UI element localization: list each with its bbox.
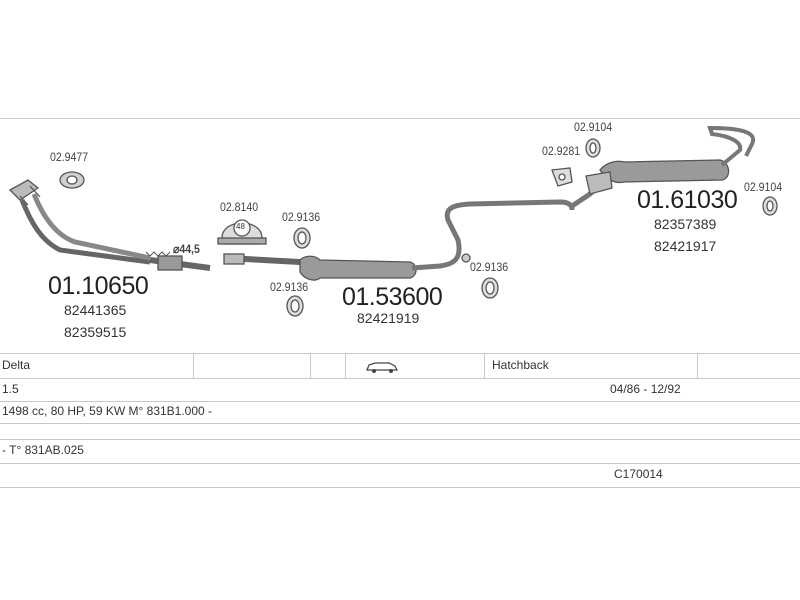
table-row: C170014 xyxy=(0,463,800,488)
clamp-48-code: 02.8140 xyxy=(220,200,259,214)
exhaust-drawing xyxy=(8,125,778,317)
engine-size: 1.5 xyxy=(2,382,19,396)
column-divider xyxy=(345,354,346,378)
front-pipe-drawing xyxy=(8,179,211,271)
front-pipe-code: 01.10650 xyxy=(48,272,149,300)
rear-silencer-drawing xyxy=(570,125,756,209)
front-pipe-oem-2: 82359515 xyxy=(64,324,127,340)
ring-5-code: 02.9104 xyxy=(744,180,783,194)
clamp-48-size: 48 xyxy=(236,222,245,231)
rings-drawing xyxy=(286,138,778,317)
body-type: Hatchback xyxy=(492,358,549,372)
table-row: Delta Hatchback xyxy=(0,353,800,379)
gasket-front-drawing xyxy=(59,171,85,189)
ring-2-code: 02.9136 xyxy=(270,280,309,294)
column-divider xyxy=(310,354,311,378)
type-code: - T° 831AB.025 xyxy=(2,443,84,457)
rear-silencer-code: 01.61030 xyxy=(637,186,738,214)
table-row: 1.5 04/86 - 12/92 xyxy=(0,377,800,402)
bracket-drawing xyxy=(551,167,573,187)
table-row xyxy=(0,423,800,440)
rear-silencer-oem-2: 82421917 xyxy=(654,238,717,254)
column-divider xyxy=(484,354,485,378)
bracket-code: 02.9281 xyxy=(542,144,581,158)
middle-silencer-oem-1: 82421919 xyxy=(357,310,420,326)
engine-details: 1498 cc, 80 HP, 59 KW M° 831B1.000 - xyxy=(2,404,213,418)
diameter-label: ⌀44,5 xyxy=(173,242,200,256)
column-divider xyxy=(193,354,194,378)
clamp-48-drawing xyxy=(217,219,267,245)
table-row: - T° 831AB.025 xyxy=(0,439,800,464)
ring-3-code: 02.9136 xyxy=(470,260,509,274)
ring-4-code: 02.9104 xyxy=(574,120,613,134)
car-icon xyxy=(365,360,399,377)
gasket-front-code: 02.9477 xyxy=(50,150,89,164)
middle-silencer-code: 01.53600 xyxy=(342,283,443,311)
column-divider xyxy=(697,354,698,378)
exhaust-diagram: 02.9477 01.10650 82441365 82359515 ⌀44,5… xyxy=(0,110,800,360)
table-row: 1498 cc, 80 HP, 59 KW M° 831B1.000 - xyxy=(0,401,800,424)
catalog-code: C170014 xyxy=(614,467,663,481)
model-name: Delta xyxy=(2,358,31,372)
middle-silencer-drawing xyxy=(223,199,575,281)
production-years: 04/86 - 12/92 xyxy=(610,382,681,396)
front-pipe-oem-1: 82441365 xyxy=(64,302,127,318)
vehicle-info-table: Delta Hatchback 1.5 04/86 - 12/92 1498 c… xyxy=(0,353,800,488)
ring-1-code: 02.9136 xyxy=(282,210,321,224)
rear-silencer-oem-1: 82357389 xyxy=(654,216,717,232)
top-divider xyxy=(0,118,800,119)
